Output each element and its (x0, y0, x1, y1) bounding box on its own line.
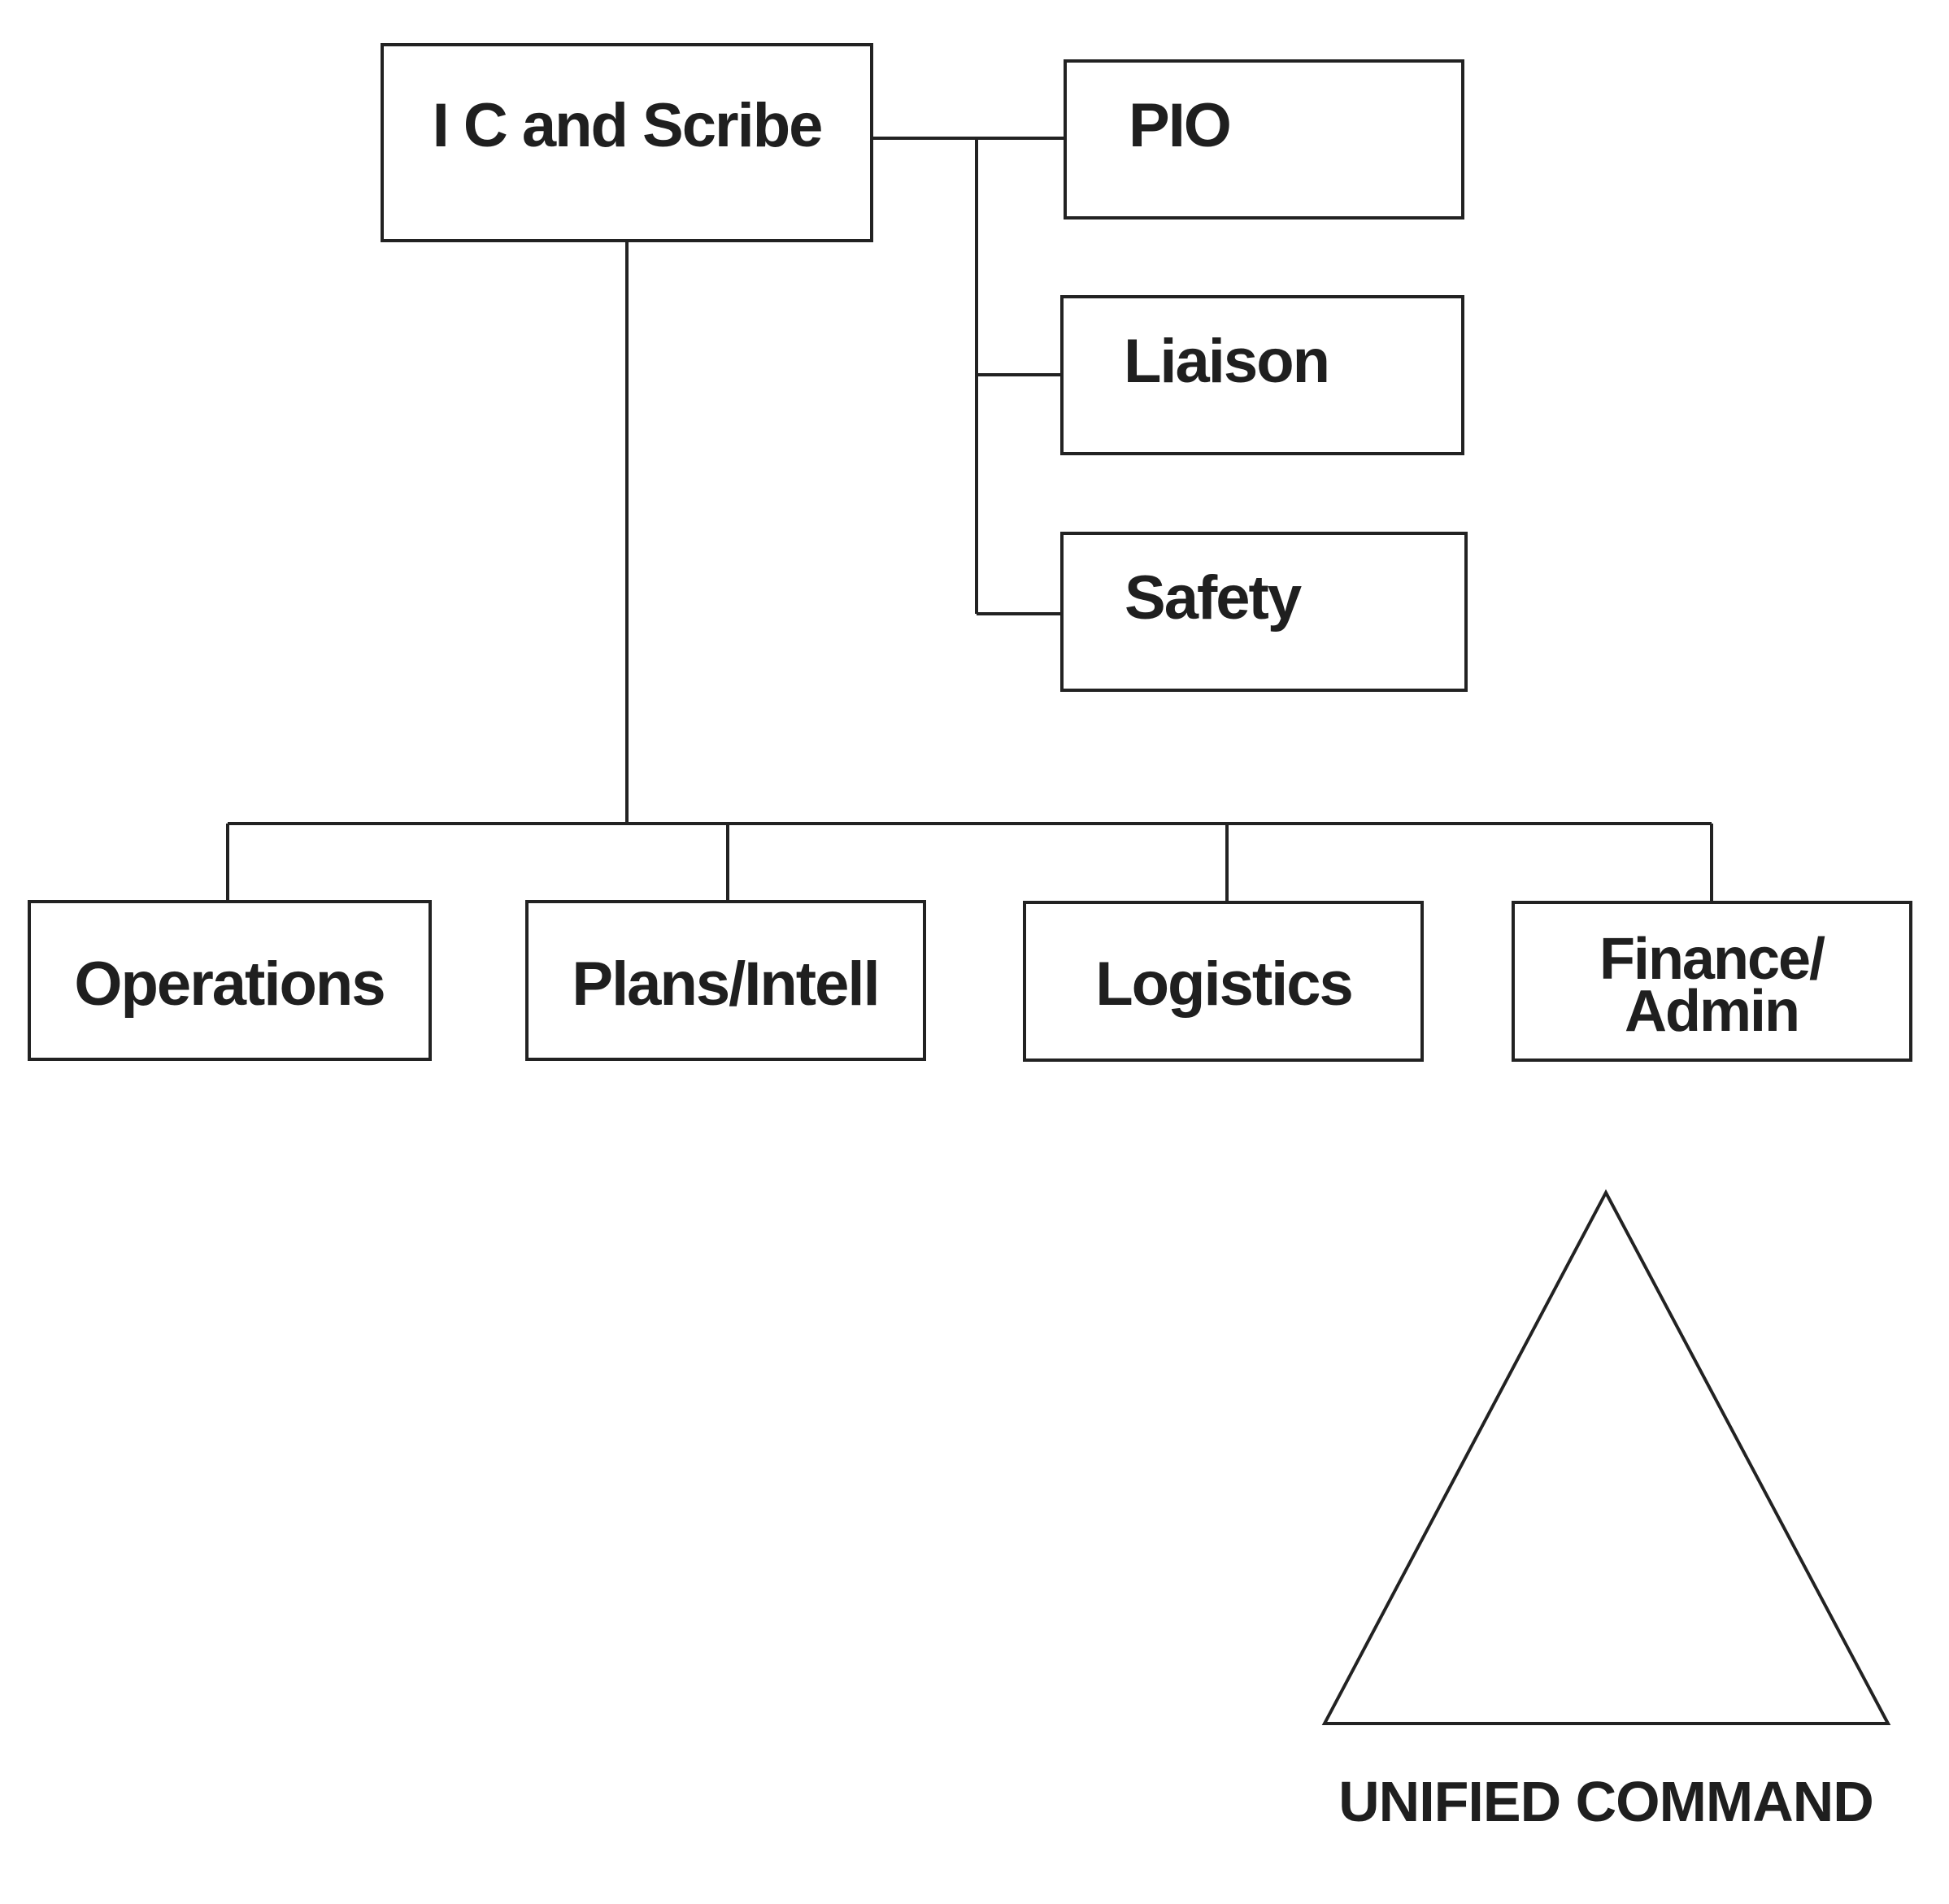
finance-admin-label-line1: Finance/ (1599, 927, 1825, 992)
safety-node: Safety (1060, 532, 1468, 692)
unified-command: UNIFIED COMMAND (1321, 1189, 1891, 1833)
logistics-label: Logistics (1095, 950, 1352, 1019)
finance-admin-label-line2: Admin (1625, 979, 1799, 1044)
finance-admin-box (1512, 901, 1912, 1062)
operations-node: Operations (28, 900, 432, 1061)
safety-box (1060, 532, 1468, 692)
ic-node: I C and Scribe (381, 43, 873, 242)
plans-intell-label: Plans/Intell (572, 950, 878, 1019)
operations-label: Operations (74, 950, 384, 1019)
connector-lines (226, 137, 1713, 902)
liaison-box (1060, 295, 1464, 455)
unified-command-label: UNIFIED COMMAND (1338, 1770, 1873, 1833)
ic-label: I C and Scribe (433, 91, 822, 160)
plans-intell-box (525, 900, 926, 1061)
finance-admin-node: Finance/ Admin (1512, 901, 1912, 1062)
safety-label: Safety (1125, 563, 1302, 632)
liaison-node: Liaison (1060, 295, 1464, 455)
pio-box (1064, 59, 1464, 220)
operations-box (28, 900, 432, 1061)
pio-node: PIO (1064, 59, 1464, 220)
logistics-node: Logistics (1023, 901, 1424, 1062)
pio-label: PIO (1129, 91, 1230, 160)
logistics-box (1023, 901, 1424, 1062)
ic-box (381, 43, 873, 242)
unified-command-triangle (1321, 1189, 1891, 1725)
liaison-label: Liaison (1124, 327, 1329, 396)
plans-intell-node: Plans/Intell (525, 900, 926, 1061)
